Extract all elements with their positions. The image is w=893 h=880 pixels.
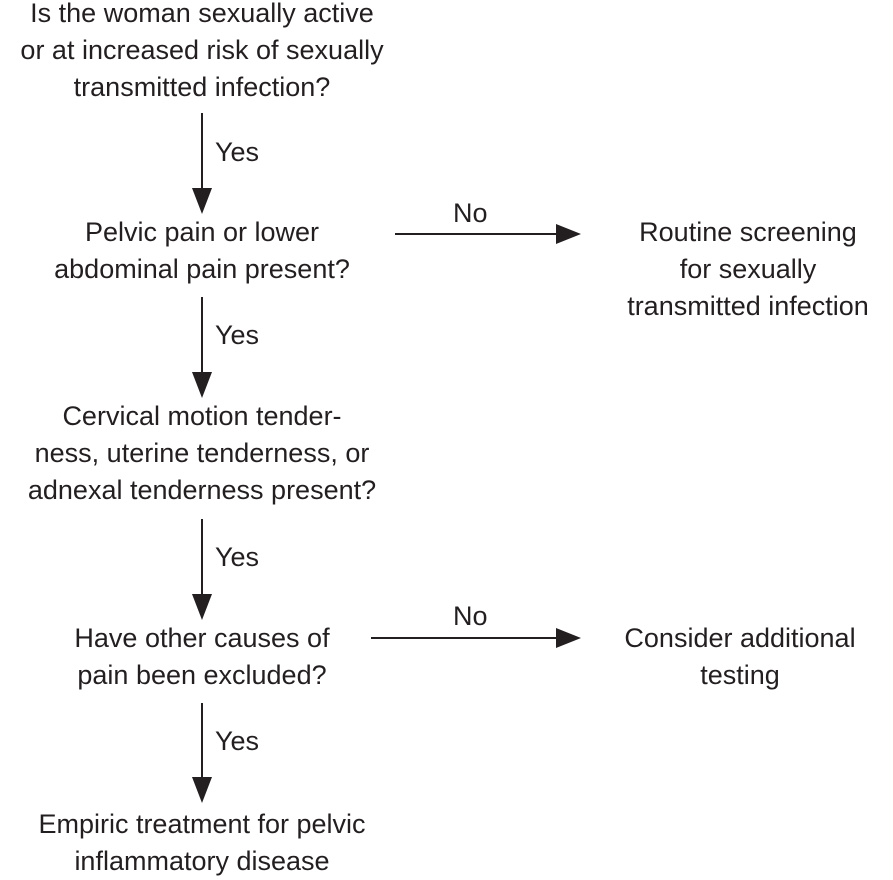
- edge-label-no-q2-routine: No: [453, 198, 488, 228]
- arrow-q2-to-routine: [395, 224, 581, 244]
- arrow-q4-to-testing: [371, 628, 581, 648]
- node-line: transmitted infection: [627, 291, 869, 321]
- outcome-routine-screening: Routine screening for sexually transmitt…: [603, 214, 893, 325]
- node-line: Is the woman sexually active: [30, 0, 374, 28]
- node-line: Routine screening: [639, 217, 857, 247]
- question-sexual-activity: Is the woman sexually active or at incre…: [2, 0, 402, 106]
- outcome-empiric-treatment: Empiric treatment for pelvic inflammator…: [2, 806, 402, 880]
- node-line: or at increased risk of sexually: [20, 35, 384, 65]
- question-tenderness: Cervical motion tender- ness, uterine te…: [2, 398, 402, 509]
- outcome-additional-testing: Consider additional testing: [595, 620, 885, 694]
- node-line: for sexually: [679, 254, 817, 284]
- edge-label-no-q4-testing: No: [453, 601, 488, 631]
- node-line: Empiric treatment for pelvic: [38, 809, 366, 839]
- node-line: inflammatory disease: [74, 846, 330, 876]
- edge-label-yes-q2-q3: Yes: [215, 320, 260, 350]
- node-line: Pelvic pain or lower: [84, 217, 320, 247]
- arrow-q1-to-q2: [192, 113, 212, 214]
- node-line: Have other causes of: [74, 623, 330, 653]
- node-line: Consider additional: [624, 623, 856, 653]
- edge-label-yes-q1-q2: Yes: [215, 137, 260, 167]
- arrow-q3-to-q4: [192, 519, 212, 620]
- edge-label-yes-q3-q4: Yes: [215, 542, 260, 572]
- arrow-q2-to-q3: [192, 297, 212, 398]
- edge-label-yes-q4-pid: Yes: [215, 726, 260, 756]
- node-line: transmitted infection?: [73, 72, 331, 102]
- question-pelvic-pain: Pelvic pain or lower abdominal pain pres…: [2, 214, 402, 288]
- node-line: Cervical motion tender-: [62, 401, 342, 431]
- question-other-causes: Have other causes of pain been excluded?: [2, 620, 402, 694]
- node-line: adnexal tenderness present?: [27, 475, 377, 505]
- node-line: abdominal pain present?: [54, 254, 350, 284]
- node-line: testing: [700, 660, 780, 690]
- node-line: pain been excluded?: [77, 660, 327, 690]
- node-line: ness, uterine tenderness, or: [34, 438, 370, 468]
- arrow-q4-to-pid: [192, 703, 212, 803]
